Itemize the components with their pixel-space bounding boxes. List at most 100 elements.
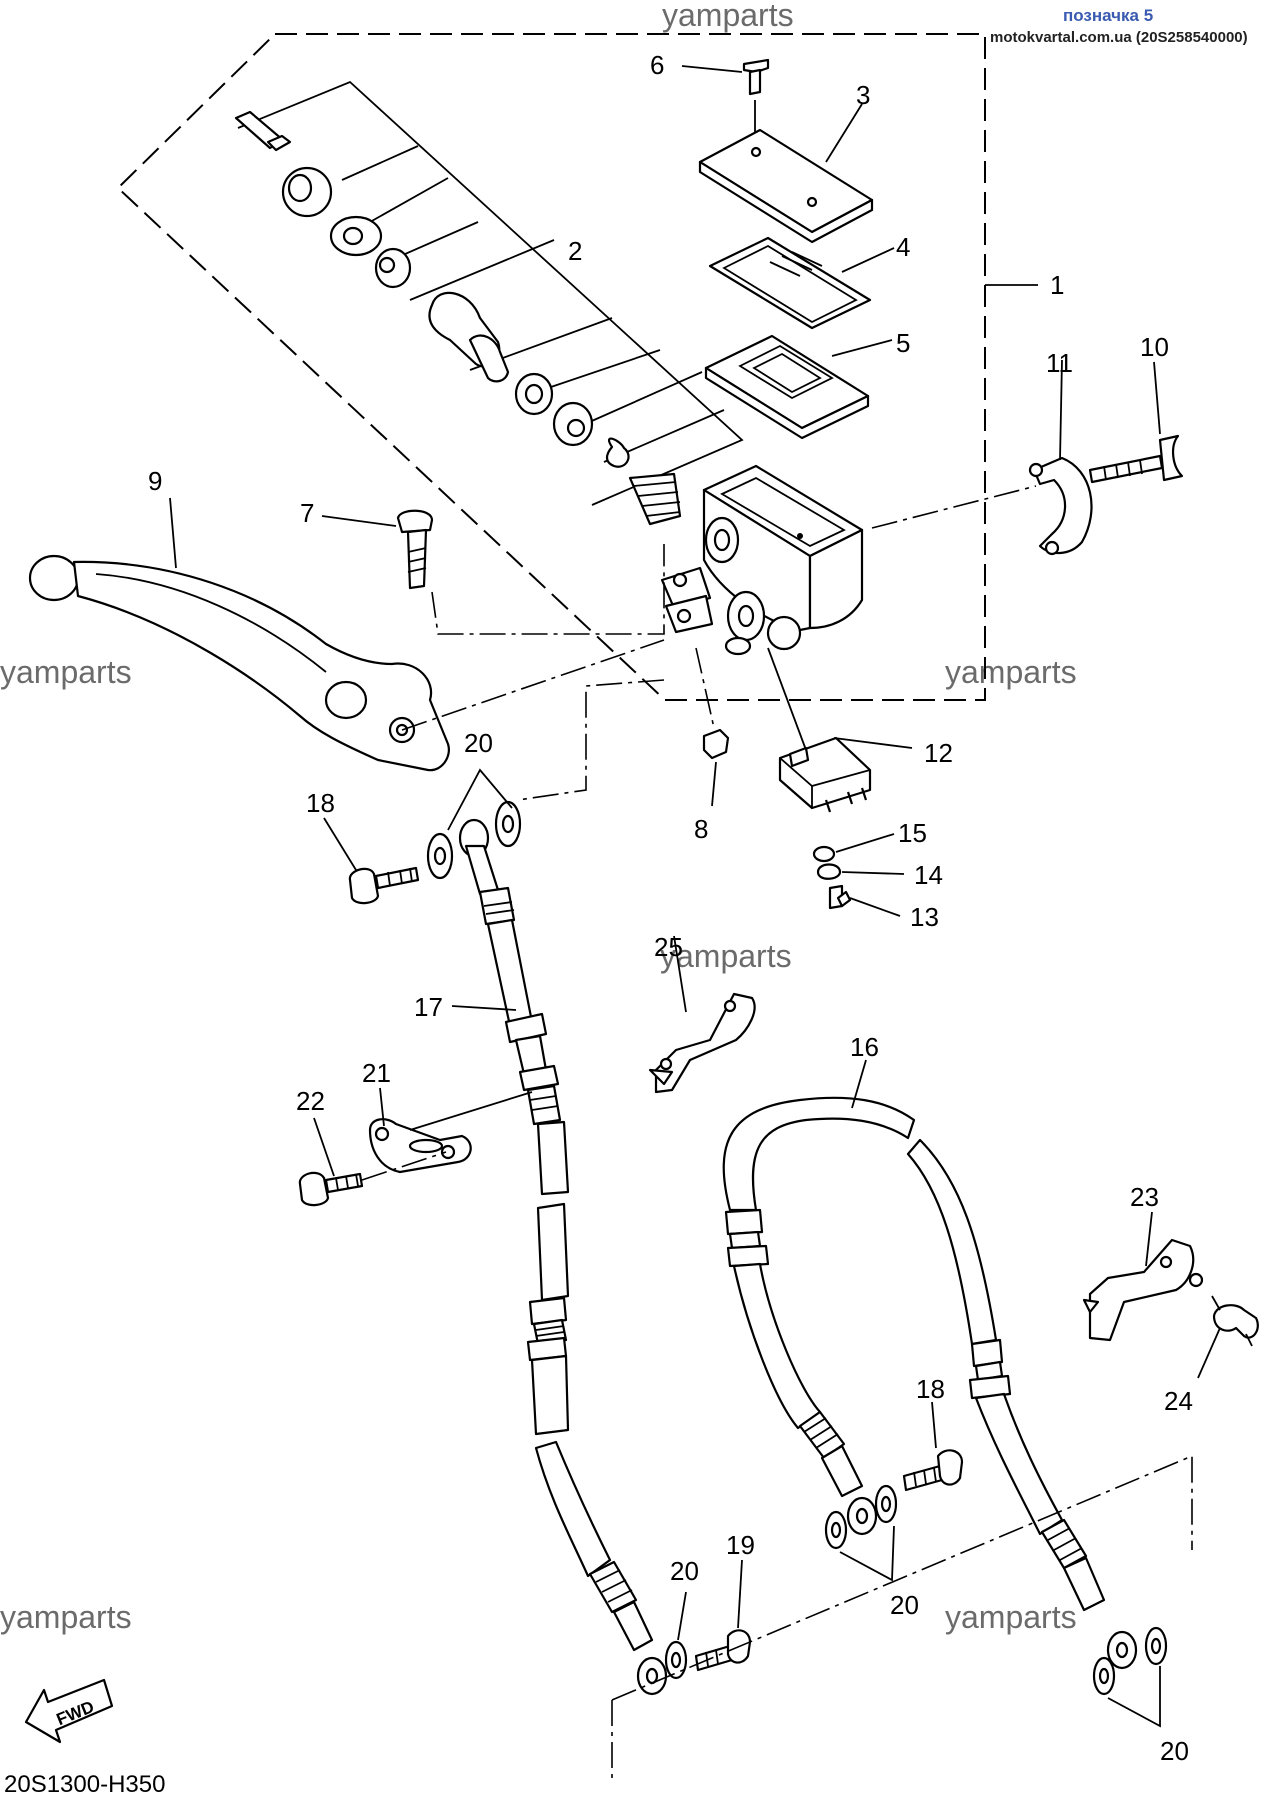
watermark-center: yamparts xyxy=(660,938,792,974)
handlebar-clamp xyxy=(1028,456,1093,556)
leader-18-lower xyxy=(931,1401,937,1449)
brake-hose-upper xyxy=(458,818,668,1696)
callout-12: 12 xyxy=(924,738,953,768)
hose-clip xyxy=(1211,1295,1259,1347)
circlip-lower xyxy=(605,437,630,468)
callout-14: 14 xyxy=(914,860,943,890)
callout-18-lower: 18 xyxy=(916,1374,945,1404)
lever-axis xyxy=(401,639,665,731)
washer xyxy=(514,372,554,416)
leader-3 xyxy=(825,103,863,163)
leader-8 xyxy=(711,761,717,807)
leader-23 xyxy=(1145,1211,1153,1267)
brake-lever xyxy=(28,554,450,772)
leader-20-upper xyxy=(447,768,513,831)
callout-6: 6 xyxy=(650,50,664,80)
callout-23: 23 xyxy=(1130,1182,1159,1212)
callout-17: 17 xyxy=(414,992,443,1022)
leader-4 xyxy=(841,247,895,273)
switch-washer xyxy=(812,845,836,863)
leader-21 xyxy=(379,1087,385,1127)
switch-lock-washer xyxy=(816,863,842,880)
hose-guide xyxy=(368,1118,472,1174)
banjo-axis xyxy=(517,679,665,801)
callout-10: 10 xyxy=(1140,332,1169,362)
callout-24: 24 xyxy=(1164,1386,1193,1416)
callout-2: 2 xyxy=(568,236,582,266)
clamp-axis xyxy=(871,485,1037,529)
callout-20-bottom-right: 20 xyxy=(1160,1736,1189,1766)
callout-11: 11 xyxy=(1046,348,1073,378)
callout-18-upper: 18 xyxy=(306,788,335,818)
push-rod xyxy=(234,110,292,152)
leader-10 xyxy=(1153,361,1161,435)
brake-light-switch xyxy=(778,736,872,813)
seal-ring xyxy=(552,401,594,447)
callout-labels: 1 2 3 4 5 6 7 8 9 10 11 12 13 14 15 16 1… xyxy=(148,50,1193,1766)
header-note: позначка 5 xyxy=(1063,6,1153,25)
leader-13 xyxy=(849,897,901,917)
watermark-left-upper: yamparts xyxy=(0,654,132,690)
callout-3: 3 xyxy=(856,80,870,110)
lower-assembly-boundary xyxy=(611,1454,1193,1782)
guide-bolt xyxy=(298,1171,364,1207)
banjo-washer-bottom-right-1 xyxy=(1092,1656,1116,1696)
leader-11 xyxy=(1059,359,1063,461)
leader-9 xyxy=(169,497,177,569)
callout-9: 9 xyxy=(148,466,162,496)
diaphragm-plate xyxy=(708,236,872,330)
callout-20-bottom-left: 20 xyxy=(670,1556,699,1586)
callout-8: 8 xyxy=(694,814,708,844)
guide-axis xyxy=(409,1091,533,1131)
switch-axis xyxy=(767,647,807,751)
callout-21: 21 xyxy=(362,1058,391,1088)
pivot-axis xyxy=(431,544,665,635)
nut-axis xyxy=(695,647,715,729)
watermark-top: yamparts xyxy=(662,0,794,33)
seal-cup xyxy=(374,247,412,289)
callout-7: 7 xyxy=(300,498,314,528)
callout-4: 4 xyxy=(896,232,910,262)
leader-14 xyxy=(841,871,905,875)
leader-20-mid xyxy=(839,1525,895,1582)
piston xyxy=(428,291,510,383)
leader-15 xyxy=(835,833,895,853)
banjo-washer-mid-left xyxy=(824,1510,848,1550)
leader-20-bottom-right xyxy=(1107,1666,1161,1728)
banjo-bolt-upper xyxy=(348,866,420,905)
circlip-upper xyxy=(329,215,383,257)
banjo-washer-upper-right xyxy=(494,800,522,848)
master-cylinder-body xyxy=(660,464,864,656)
leader-22 xyxy=(313,1117,335,1177)
callout-22: 22 xyxy=(296,1086,325,1116)
reservoir-diaphragm xyxy=(704,334,870,440)
leader-25 xyxy=(673,935,687,1013)
clamp-bolt xyxy=(1088,434,1184,484)
banjo-washer-mid-right xyxy=(874,1484,898,1524)
watermark-right-upper: yamparts xyxy=(945,654,1077,690)
hose-bracket-upper xyxy=(648,992,756,1094)
callout-16: 16 xyxy=(850,1032,879,1062)
callout-13: 13 xyxy=(910,902,939,932)
leader-6 xyxy=(681,65,743,73)
leader-24 xyxy=(1197,1327,1221,1379)
reservoir-cap xyxy=(698,128,874,244)
piston-kit-bracket xyxy=(237,80,744,506)
lever-pivot-bolt xyxy=(396,509,434,590)
callout-20-upper: 20 xyxy=(464,728,493,758)
callout-25: 25 xyxy=(654,932,683,962)
leader-17 xyxy=(451,1005,517,1011)
header-site: motokvartal.com.ua (20S258540000) xyxy=(990,29,1248,46)
callout-19: 19 xyxy=(726,1530,755,1560)
callout-5: 5 xyxy=(896,328,910,358)
dust-boot xyxy=(281,166,333,218)
leader-18-upper xyxy=(323,817,357,871)
leader-7 xyxy=(321,515,397,527)
brake-hose-lower xyxy=(722,1096,1138,1670)
watermark-right-lower: yamparts xyxy=(945,1599,1077,1635)
switch-screw xyxy=(828,884,852,910)
union-bolt xyxy=(694,1629,752,1672)
banjo-washer-bottom-right-2 xyxy=(1144,1626,1168,1666)
reservoir-screw xyxy=(742,58,770,96)
spring xyxy=(628,472,682,526)
